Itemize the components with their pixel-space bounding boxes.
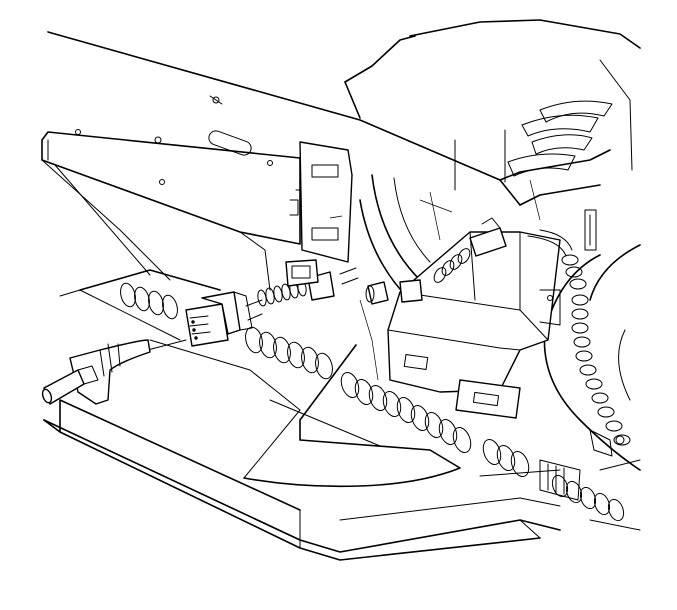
connector-tool xyxy=(41,339,187,405)
pillar-bracket xyxy=(344,19,641,251)
seat-belt-retractor-trim xyxy=(539,429,641,531)
slotted-bracket xyxy=(289,141,353,263)
wiring-harness xyxy=(120,217,631,522)
rocker-panel xyxy=(43,269,561,561)
harness-plug xyxy=(339,267,389,305)
harness-connector xyxy=(185,291,263,347)
detail-lines xyxy=(329,179,541,381)
body-panel xyxy=(41,31,521,291)
module-housing xyxy=(387,231,561,419)
